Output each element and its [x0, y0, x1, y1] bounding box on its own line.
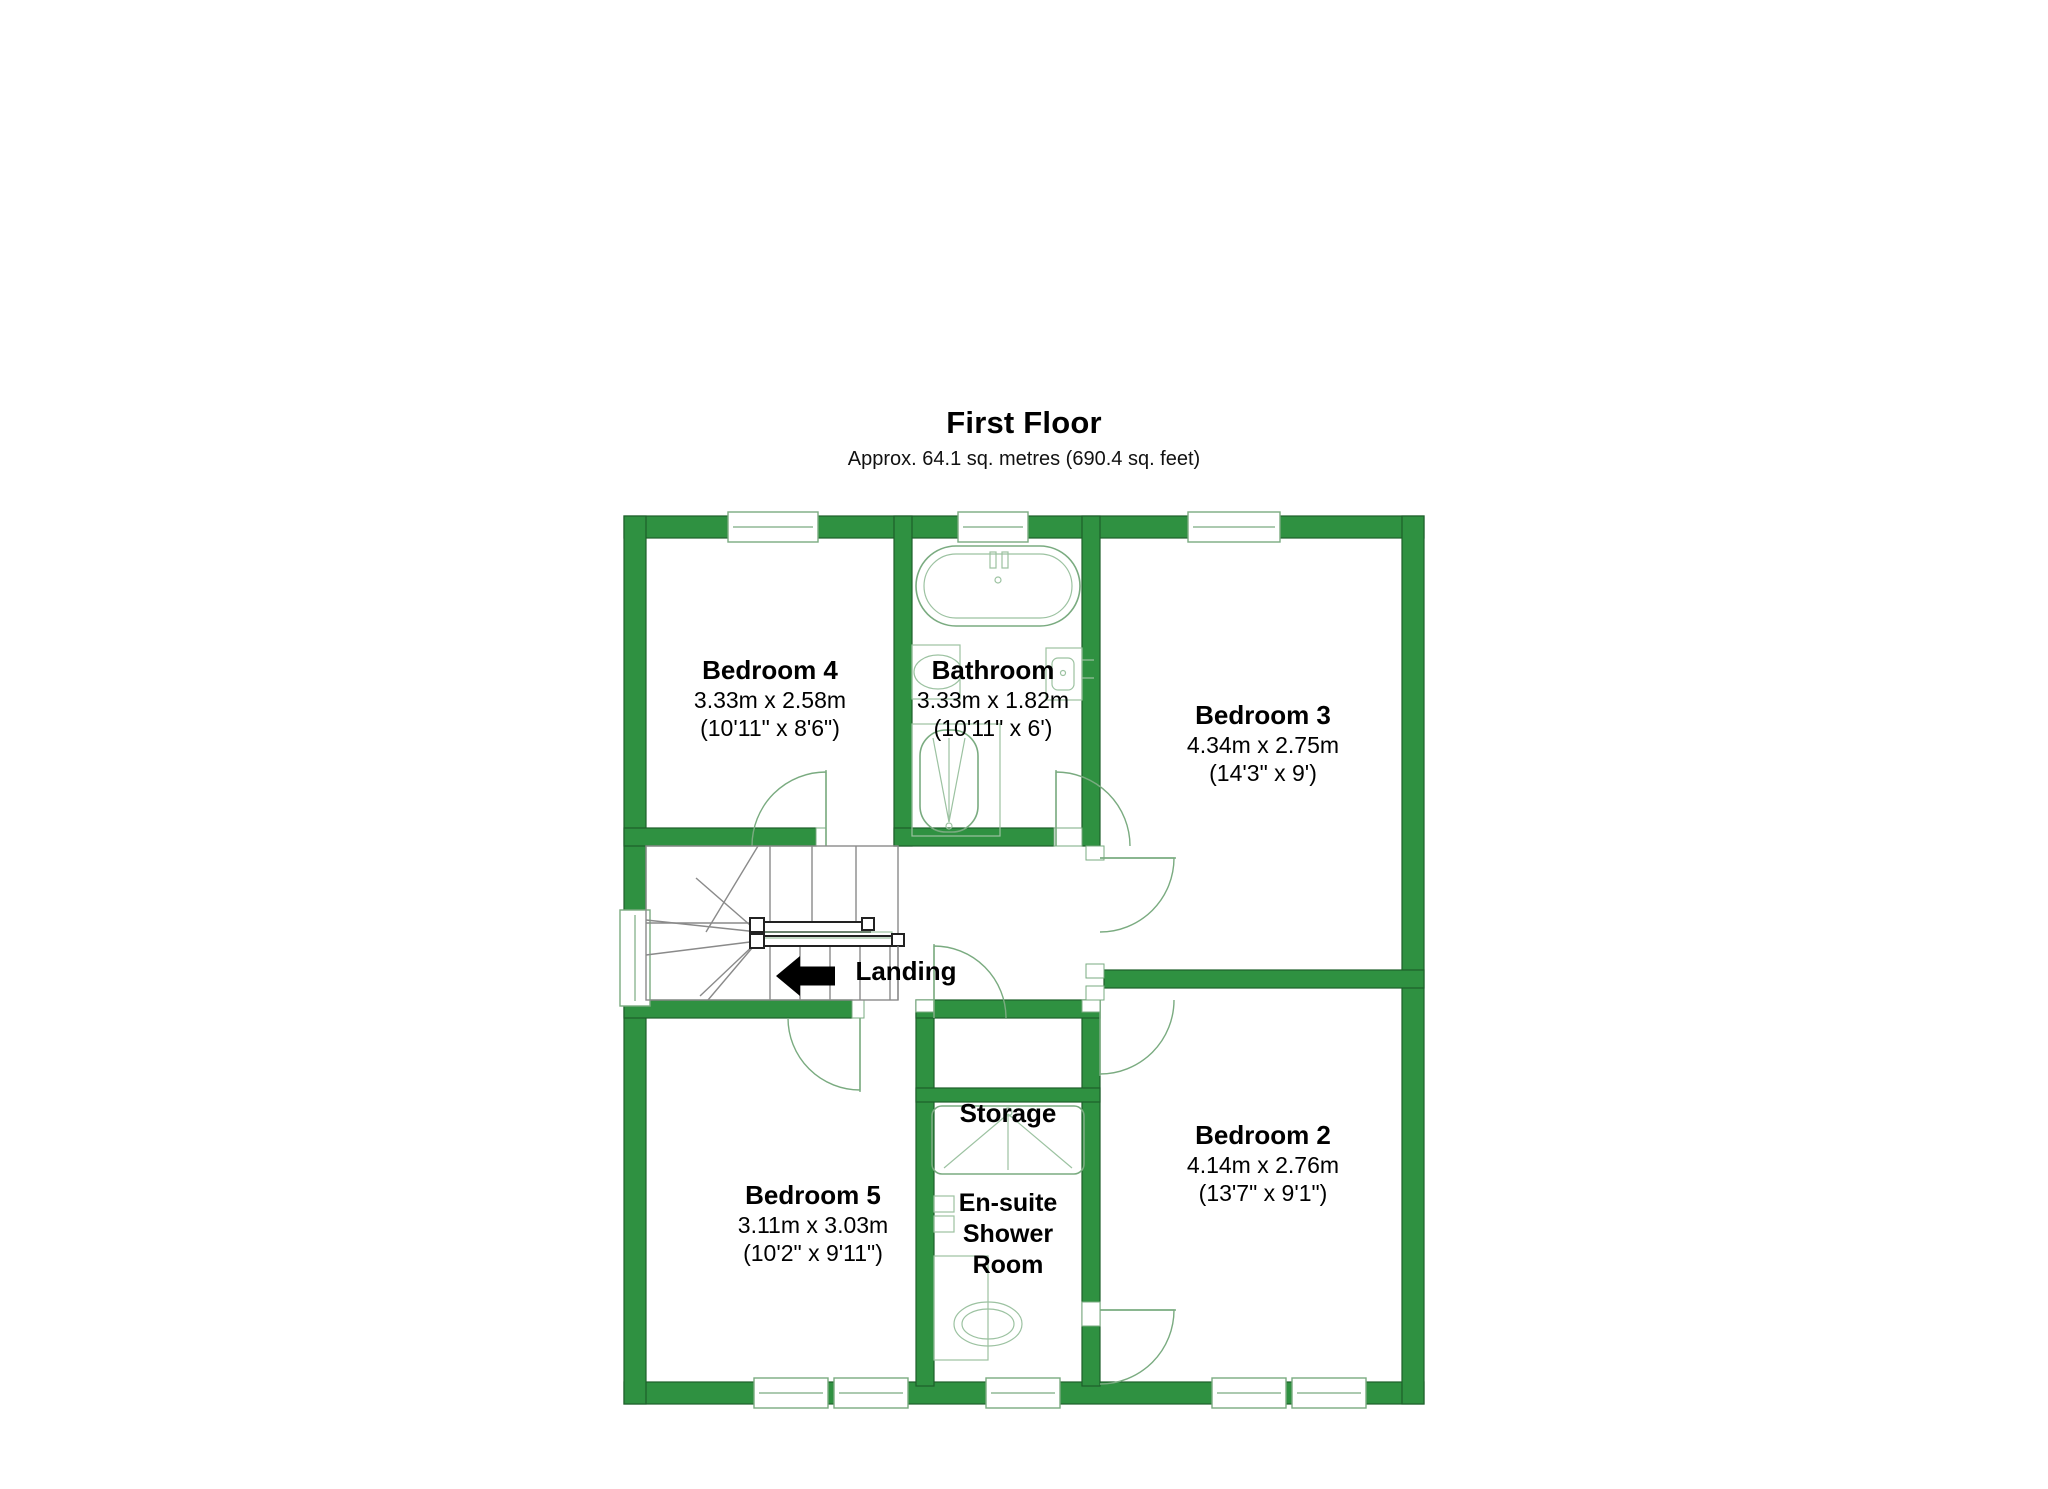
bath-fixture [915, 545, 1081, 627]
shower-tray-bathroom-fixture [911, 723, 1001, 837]
window-bedroom3-top [1187, 511, 1281, 543]
interior-walls [623, 515, 1425, 1387]
window-bedroom2-bottom-2 [1291, 1377, 1367, 1409]
basin-ensuite-fixture [933, 1195, 955, 1233]
toilet-ensuite-fixture [933, 1255, 1023, 1361]
door-bedroom5 [787, 999, 865, 1092]
door-bathroom [1053, 770, 1131, 847]
door-bedroom2 [1085, 963, 1175, 1076]
ensuite-fixtures [931, 1105, 1085, 1361]
plan-header: First Floor Approx. 64.1 sq. metres (690… [0, 405, 2048, 473]
page-title: First Floor [946, 405, 1102, 440]
basin-bathroom-fixture [911, 644, 963, 700]
stair-direction-arrow [776, 956, 835, 996]
window-bathroom-top [957, 511, 1029, 543]
bathroom-fixtures [911, 545, 1094, 837]
window-bedroom5-bottom-2 [833, 1377, 909, 1409]
plan-area-subtitle: Approx. 64.1 sq. metres (690.4 sq. feet) [847, 448, 1201, 470]
shower-ensuite-fixture [931, 1105, 1085, 1175]
window-bedroom5-bottom-1 [753, 1377, 829, 1409]
doors-group [751, 770, 1176, 1385]
toilet-bathroom-fixture [1045, 647, 1094, 701]
window-bedroom4-top [727, 511, 819, 543]
door-bedroom3 [1085, 845, 1176, 933]
exterior-walls [623, 515, 1425, 1405]
window-ensuite-bottom [985, 1377, 1061, 1409]
window-bedroom2-bottom-1 [1211, 1377, 1287, 1409]
window-landing-left [619, 909, 651, 1007]
door-ensuite [1081, 1301, 1176, 1385]
door-storage [915, 944, 1101, 1019]
windows-group [619, 511, 1367, 1409]
staircase [645, 845, 905, 1001]
